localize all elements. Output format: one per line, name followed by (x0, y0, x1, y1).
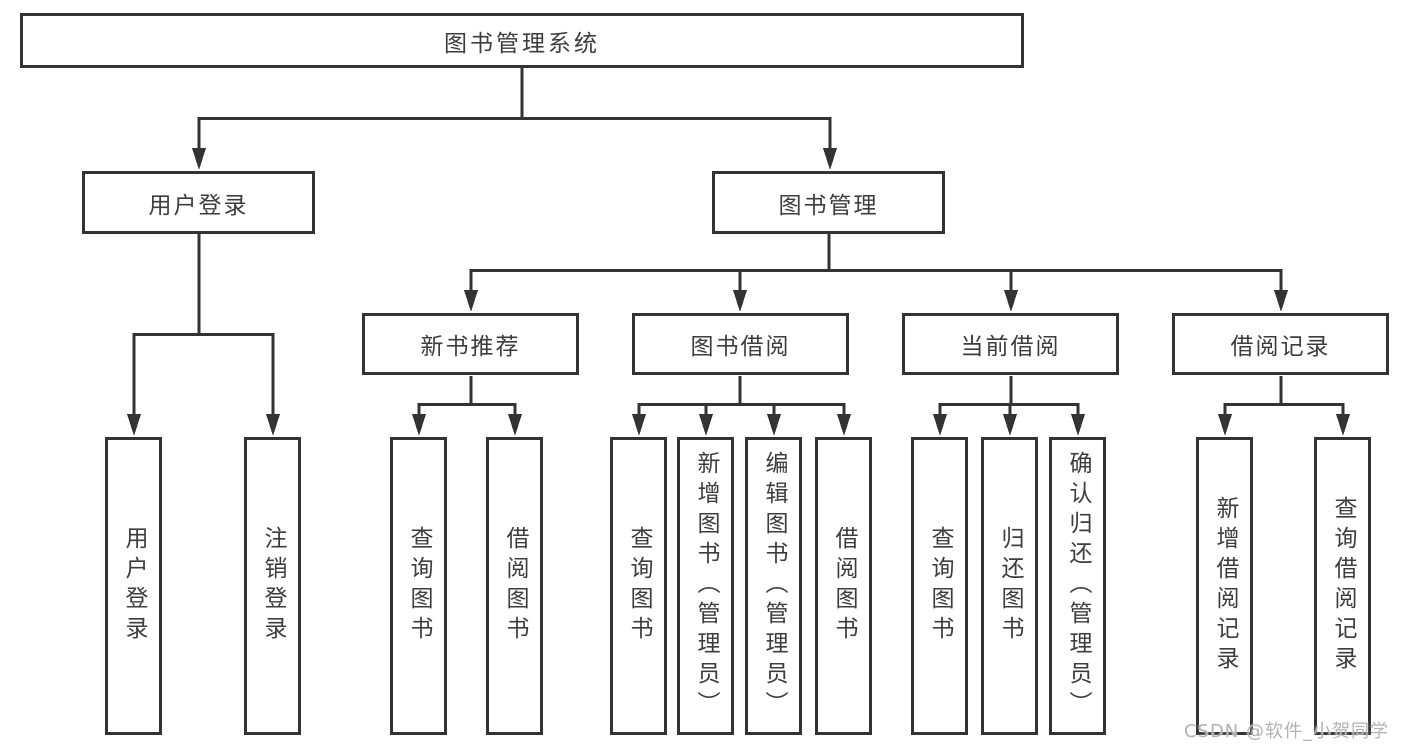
node-label: 查询图书 (406, 526, 432, 646)
node-label: 新书推荐 (420, 334, 521, 360)
leaf-query-book-current: 查询图书 (911, 437, 968, 735)
tree-edges (132, 68, 1345, 416)
arrowheads (127, 148, 1350, 436)
node-label: 确认归还（管理员） (1065, 451, 1091, 721)
leaf-return-book: 归还图书 (981, 437, 1038, 735)
leaf-add-book-admin: 新增图书（管理员） (677, 437, 734, 735)
node-label: 图书管理 (778, 192, 879, 219)
node-new-book-recommend: 新书推荐 (362, 313, 579, 375)
node-label: 用户登录 (121, 526, 147, 646)
node-borrow-records: 借阅记录 (1172, 313, 1389, 375)
csdn-watermark: CSDN @软件_小贺同学 (1183, 721, 1389, 742)
node-label: 编辑图书（管理员） (761, 451, 787, 721)
leaf-logout-login: 注销登录 (244, 437, 301, 735)
node-book-mgmt: 图书管理 (712, 171, 945, 234)
node-label: 查询图书 (927, 526, 953, 646)
leaf-query-book-recommend: 查询图书 (390, 437, 447, 735)
leaf-confirm-return-admin: 确认归还（管理员） (1049, 437, 1106, 735)
node-label: 图书管理系统 (444, 30, 600, 57)
node-label: 用户登录 (148, 192, 249, 219)
node-label: 查询借阅记录 (1330, 496, 1356, 676)
node-label: 查询图书 (626, 526, 652, 646)
leaf-borrow-book-recommend: 借阅图书 (486, 437, 543, 735)
node-book-borrow: 图书借阅 (632, 313, 849, 375)
node-label: 新增图书（管理员） (693, 451, 719, 721)
node-label: 注销登录 (260, 526, 286, 646)
node-label: 归还图书 (997, 526, 1023, 646)
node-label: 借阅图书 (831, 526, 857, 646)
node-current-borrow: 当前借阅 (902, 313, 1119, 375)
node-label: 图书借阅 (690, 334, 791, 360)
node-label: 新增借阅记录 (1212, 496, 1238, 676)
leaf-borrow-book: 借阅图书 (815, 437, 872, 735)
node-root: 图书管理系统 (20, 13, 1024, 68)
leaf-user-login: 用户登录 (105, 437, 162, 735)
leaf-query-borrow-record: 查询借阅记录 (1314, 437, 1371, 735)
node-label: 借阅记录 (1230, 334, 1331, 360)
node-user-login: 用户登录 (82, 171, 315, 234)
leaf-query-book-borrow: 查询图书 (610, 437, 667, 735)
node-label: 当前借阅 (960, 334, 1061, 360)
leaf-add-borrow-record: 新增借阅记录 (1196, 437, 1253, 735)
node-label: 借阅图书 (502, 526, 528, 646)
leaf-edit-book-admin: 编辑图书（管理员） (745, 437, 802, 735)
